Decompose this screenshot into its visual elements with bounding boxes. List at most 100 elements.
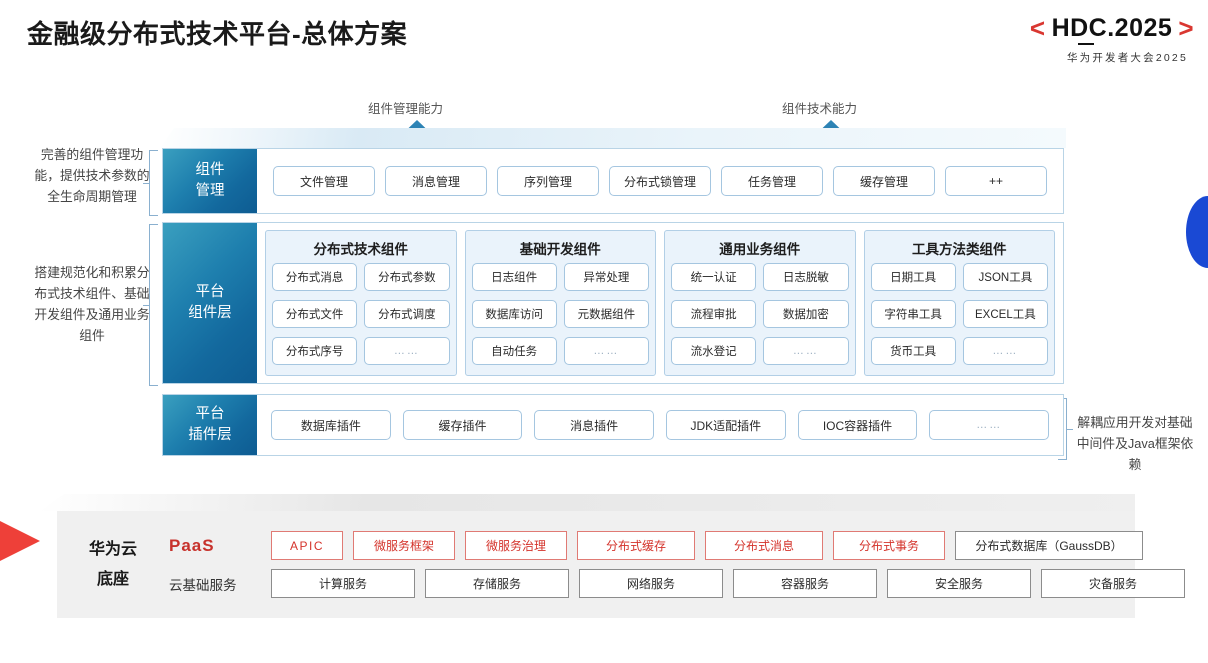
chip-compute-service[interactable]: 计算服务 (271, 569, 415, 598)
pill-metadata-component[interactable]: 元数据组件 (563, 300, 649, 328)
pill-distributed-file[interactable]: 分布式文件 (272, 300, 358, 328)
base-body: 华为云 底座 PaaS APIC 微服务框架 微服务治理 分布式缓存 分布式消息… (57, 511, 1185, 618)
layer-body-component-management: 文件管理 消息管理 序列管理 分布式锁管理 任务管理 缓存管理 ++ (257, 149, 1063, 213)
side-note-platform-plugin: 解耦应用开发对基础中间件及Java框架依赖 (1076, 415, 1194, 472)
chip-distributed-cache[interactable]: 分布式缓存 (577, 531, 695, 560)
pill-distributed-parameter[interactable]: 分布式参数 (364, 263, 450, 291)
layer-label-platform-component: 平台 组件层 (163, 223, 257, 383)
group-grid-basic-development: 日志组件 异常处理 数据库访问 元数据组件 自动任务 …… (471, 263, 649, 369)
pill-distributed-lock-management[interactable]: 分布式锁管理 (609, 166, 711, 196)
pill-distributed-message[interactable]: 分布式消息 (272, 263, 358, 291)
base-row-paas: PaaS APIC 微服务框架 微服务治理 分布式缓存 分布式消息 分布式事务 … (169, 531, 1185, 560)
base-title: 华为云 底座 (57, 535, 169, 595)
layer-label-component-management: 组件 管理 (163, 149, 257, 213)
blue-lens-decoration-icon (1186, 196, 1208, 268)
group-basic-development: 基础开发组件 日志组件 异常处理 数据库访问 元数据组件 自动任务 …… (464, 230, 656, 376)
side-note-component-management: 完善的组件管理功能，提供技术参数的全生命周期管理 (34, 147, 150, 204)
huawei-cloud-base: 华为云 底座 PaaS APIC 微服务框架 微服务治理 分布式缓存 分布式消息… (40, 494, 1185, 618)
pill-more-general-business[interactable]: …… (763, 337, 849, 365)
pill-cache-management[interactable]: 缓存管理 (833, 166, 935, 196)
base-rows: PaaS APIC 微服务框架 微服务治理 分布式缓存 分布式消息 分布式事务 … (169, 531, 1203, 598)
side-note-platform-component: 搭建规范化和积累分布式技术组件、基础开发组件及通用业务组件 (34, 265, 150, 343)
layer-label-line1: 组件 (195, 162, 225, 178)
pill-exception-handling[interactable]: 异常处理 (563, 263, 649, 291)
pill-excel-tool[interactable]: EXCEL工具 (962, 300, 1048, 328)
pill-automatic-task[interactable]: 自动任务 (471, 337, 557, 365)
hdc-logo: < HDC.2025 > 华为开发者大会2025 (944, 13, 1194, 65)
hdc-logo-text-value: HDC.2025 (1051, 14, 1173, 42)
chip-security-service[interactable]: 安全服务 (887, 569, 1031, 598)
chip-storage-service[interactable]: 存储服务 (425, 569, 569, 598)
chip-microservice-framework[interactable]: 微服务框架 (353, 531, 455, 560)
layer-body-platform-plugin: 数据库插件 缓存插件 消息插件 JDK适配插件 IOC容器插件 …… (257, 395, 1063, 455)
pill-database-plugin[interactable]: 数据库插件 (271, 410, 391, 440)
chip-disaster-recovery-service[interactable]: 灾备服务 (1041, 569, 1185, 598)
pill-log-component[interactable]: 日志组件 (471, 263, 557, 291)
pill-message-management[interactable]: 消息管理 (385, 166, 487, 196)
hdc-left-bracket-icon: < (1029, 13, 1046, 43)
layer-label-line2: 插件层 (188, 427, 232, 443)
chip-distributed-database-gaussdb[interactable]: 分布式数据库（GaussDB） (955, 531, 1143, 560)
red-wedge-decoration-icon (0, 504, 40, 578)
layer-label-line1: 平台 (195, 406, 225, 422)
pill-date-tool[interactable]: 日期工具 (870, 263, 956, 291)
hdc-right-bracket-icon: > (1178, 13, 1194, 43)
pill-data-encryption[interactable]: 数据加密 (763, 300, 849, 328)
group-title-utility-methods: 工具方法类组件 (912, 242, 1007, 257)
group-grid-distributed-tech: 分布式消息 分布式参数 分布式文件 分布式调度 分布式序号 …… (272, 263, 450, 369)
pill-ioc-container-plugin[interactable]: IOC容器插件 (797, 410, 918, 440)
group-grid-general-business: 统一认证 日志脱敏 流程审批 数据加密 流水登记 …… (671, 263, 849, 369)
base-title-line2: 底座 (96, 570, 129, 588)
stack-bevel-decoration (160, 128, 1066, 148)
pill-process-approval[interactable]: 流程审批 (671, 300, 757, 328)
layer-platform-plugin: 平台 插件层 数据库插件 缓存插件 消息插件 JDK适配插件 IOC容器插件 …… (162, 394, 1064, 456)
chip-distributed-message[interactable]: 分布式消息 (705, 531, 823, 560)
chip-network-service[interactable]: 网络服务 (579, 569, 723, 598)
chip-microservice-governance[interactable]: 微服务治理 (465, 531, 567, 560)
group-distributed-tech: 分布式技术组件 分布式消息 分布式参数 分布式文件 分布式调度 分布式序号 …… (265, 230, 457, 376)
base-row-label-paas: PaaS (169, 535, 215, 555)
chip-container-service[interactable]: 容器服务 (733, 569, 877, 598)
pill-file-management[interactable]: 文件管理 (273, 166, 375, 196)
pill-cache-plugin[interactable]: 缓存插件 (402, 410, 523, 440)
group-title-basic-development: 基础开发组件 (519, 242, 601, 257)
pill-more-distributed-tech[interactable]: …… (364, 337, 450, 365)
pill-message-plugin[interactable]: 消息插件 (534, 410, 655, 440)
pill-transaction-registration[interactable]: 流水登记 (671, 337, 757, 365)
layer-label-line1: 平台 (195, 284, 225, 300)
chip-distributed-transaction[interactable]: 分布式事务 (833, 531, 945, 560)
base-title-line1: 华为云 (88, 540, 137, 558)
pill-string-tool[interactable]: 字符串工具 (870, 300, 956, 328)
pill-distributed-scheduling[interactable]: 分布式调度 (364, 300, 450, 328)
pill-database-access[interactable]: 数据库访问 (471, 300, 557, 328)
group-grid-utility-methods: 日期工具 JSON工具 字符串工具 EXCEL工具 货币工具 …… (870, 263, 1048, 369)
group-title-general-business: 通用业务组件 (719, 242, 801, 257)
base-row-cloud-infra: 云基础服务 计算服务 存储服务 网络服务 容器服务 安全服务 灾备服务 (169, 569, 1185, 598)
base-row-label-cloud-infra: 云基础服务 (169, 577, 237, 593)
pill-currency-tool[interactable]: 货币工具 (870, 337, 956, 365)
hdc-logo-main: < HDC.2025 > (944, 13, 1194, 45)
layer-component-management: 组件 管理 文件管理 消息管理 序列管理 分布式锁管理 任务管理 缓存管理 ++ (162, 148, 1064, 214)
arrow-label-component-management: 组件管理能力 (368, 102, 444, 116)
pill-more-plugins[interactable]: …… (929, 410, 1050, 440)
pill-add-more[interactable]: ++ (945, 166, 1047, 196)
pill-distributed-sequence[interactable]: 分布式序号 (272, 337, 358, 365)
layer-label-line2: 组件层 (188, 305, 232, 321)
pill-sequence-management[interactable]: 序列管理 (497, 166, 599, 196)
pill-more-utility-methods[interactable]: …… (962, 337, 1048, 365)
pill-json-tool[interactable]: JSON工具 (962, 263, 1048, 291)
pill-unified-authentication[interactable]: 统一认证 (671, 263, 757, 291)
pill-task-management[interactable]: 任务管理 (721, 166, 823, 196)
arrow-label-component-technology: 组件技术能力 (782, 102, 858, 116)
bracket-component-management (143, 150, 158, 216)
hdc-logo-subtitle: 华为开发者大会2025 (1066, 52, 1188, 64)
layer-label-platform-plugin: 平台 插件层 (163, 395, 257, 455)
layer-platform-component: 平台 组件层 分布式技术组件 分布式消息 分布式参数 分布式文件 分布式调度 分… (162, 222, 1064, 384)
pill-log-desensitization[interactable]: 日志脱敏 (763, 263, 849, 291)
pill-jdk-adaptation-plugin[interactable]: JDK适配插件 (666, 410, 786, 440)
layer-body-platform-component: 分布式技术组件 分布式消息 分布式参数 分布式文件 分布式调度 分布式序号 ……… (257, 223, 1063, 383)
group-general-business: 通用业务组件 统一认证 日志脱敏 流程审批 数据加密 流水登记 …… (664, 230, 856, 376)
pill-more-basic-development[interactable]: …… (563, 337, 649, 365)
chip-apic[interactable]: APIC (271, 531, 343, 560)
